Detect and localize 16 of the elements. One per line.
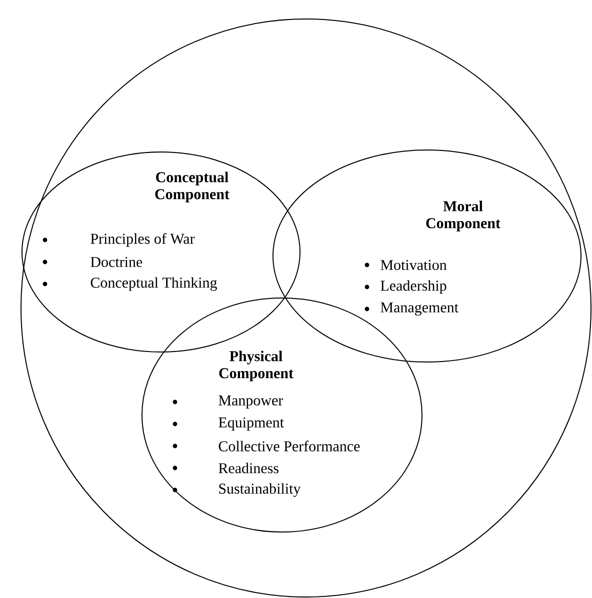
bullet-item: Readiness <box>172 462 278 474</box>
bullet-item: Manpower <box>172 396 284 409</box>
outer-circle <box>20 18 592 598</box>
bullet-item: Principles of War <box>42 233 195 247</box>
bullet-item: Sustainability <box>172 483 301 497</box>
component-circle <box>22 152 300 352</box>
bullet-item: Management <box>364 302 458 316</box>
bullet-item: Motivation <box>364 260 447 270</box>
bullet-item: Leadership <box>364 280 446 294</box>
bullet-item: Doctrine <box>42 256 142 268</box>
bullet-item: Conceptual Thinking <box>42 277 217 291</box>
bullet-item: Equipment <box>172 417 284 431</box>
bullet-item: Collective Performance <box>172 440 360 452</box>
circle-heading: Conceptual Component <box>155 172 230 202</box>
circle-heading: Moral Component <box>426 200 500 232</box>
circle-heading: Physical Component <box>219 350 294 382</box>
